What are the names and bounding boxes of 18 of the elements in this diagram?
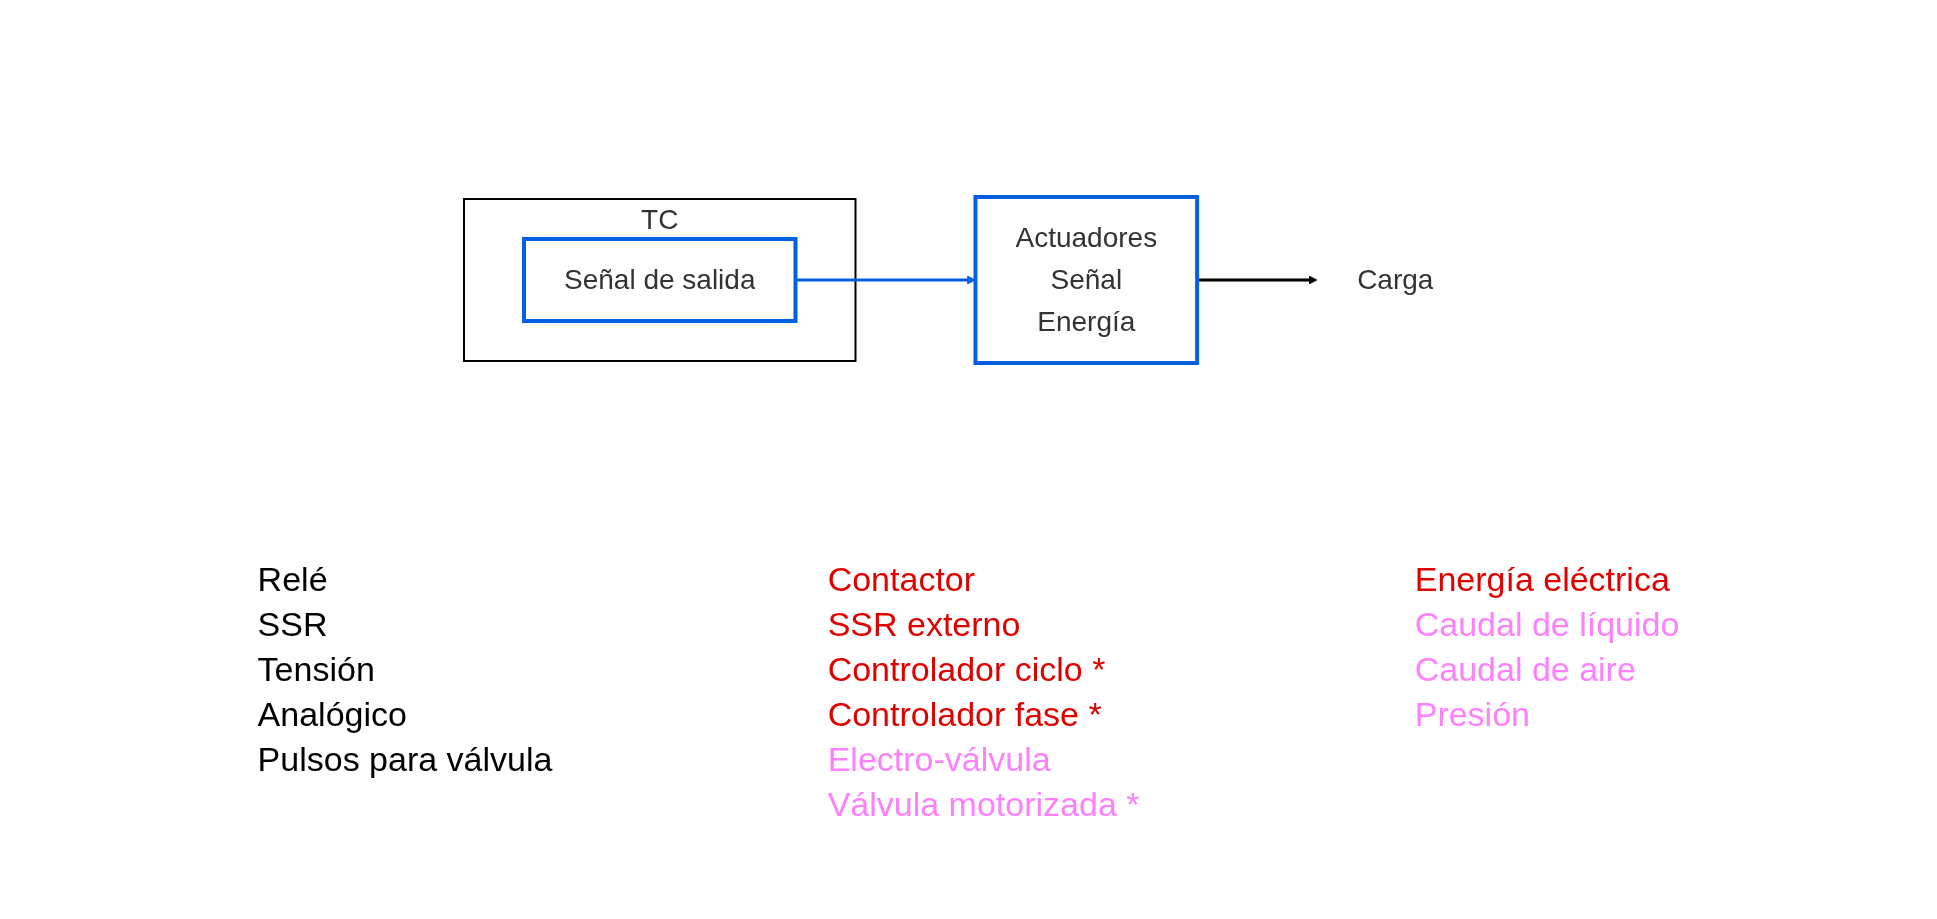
- list-item: Pulsos para válvula: [257, 740, 553, 779]
- node-box: Señal de salida: [521, 237, 798, 323]
- list-item: Electro-válvula: [827, 740, 1051, 779]
- list-item: Analógico: [257, 695, 407, 734]
- list-item: Presión: [1414, 695, 1530, 734]
- node-box: Actuadores Señal Energía: [973, 195, 1199, 365]
- node-text: Carga: [1356, 264, 1434, 295]
- list-item: Válvula motorizada *: [827, 785, 1140, 824]
- list-item: SSR: [257, 605, 328, 644]
- list-item: SSR externo: [827, 605, 1021, 644]
- list-item: Controlador ciclo *: [827, 650, 1106, 689]
- list-item: Caudal de líquido: [1414, 605, 1680, 644]
- list-item: Energía eléctrica: [1414, 560, 1670, 599]
- list-item: Contactor: [827, 560, 976, 599]
- list-item: Caudal de aire: [1414, 650, 1636, 689]
- list-item: Relé: [257, 560, 328, 599]
- list-item: Tensión: [257, 650, 375, 689]
- list-item: Controlador fase *: [827, 695, 1102, 734]
